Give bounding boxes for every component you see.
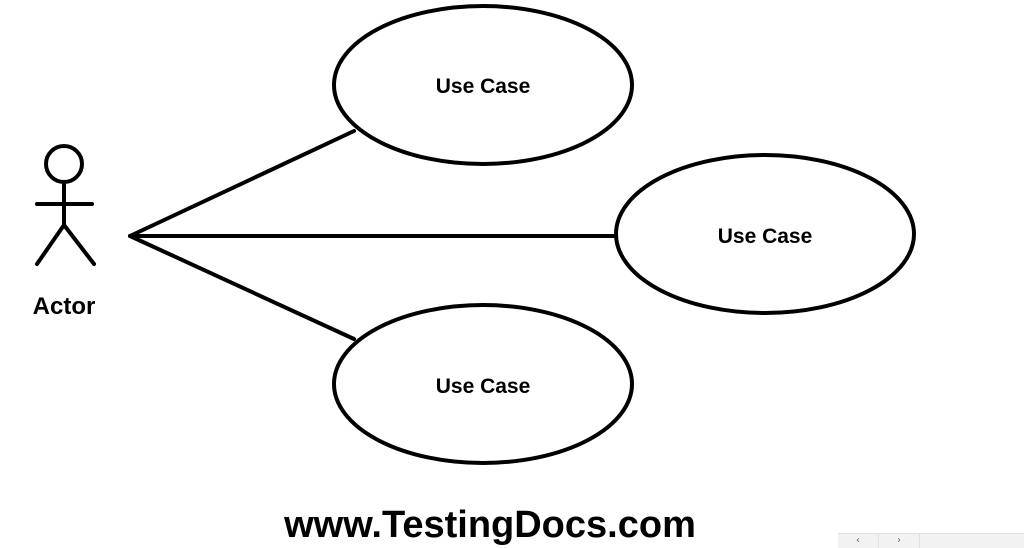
use-case-middle[interactable]: Use Case xyxy=(614,153,916,315)
actor-label: Actor xyxy=(33,293,96,320)
use-case-top[interactable]: Use Case xyxy=(332,4,634,166)
use-case-label: Use Case xyxy=(436,75,531,98)
stick-figure-icon xyxy=(35,144,96,266)
image-nav-widget: ‹ › xyxy=(838,533,1024,548)
use-case-label: Use Case xyxy=(436,375,531,398)
watermark-text: www.TestingDocs.com xyxy=(283,504,696,546)
chevron-right-icon[interactable]: › xyxy=(879,534,920,548)
association-line-top xyxy=(128,129,356,238)
use-case-bottom[interactable]: Use Case xyxy=(332,303,634,465)
association-line-bottom xyxy=(128,234,356,341)
use-case-label: Use Case xyxy=(718,225,813,248)
chevron-left-icon[interactable]: ‹ xyxy=(838,534,879,548)
